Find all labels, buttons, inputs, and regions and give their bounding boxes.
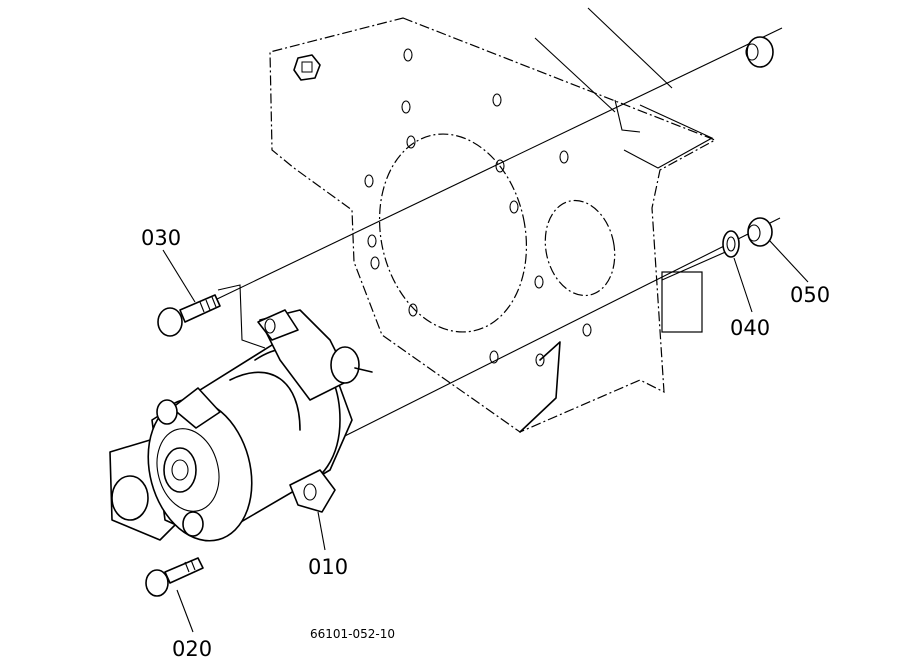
label-020: 020 [172, 637, 212, 661]
label-030: 030 [141, 226, 181, 250]
label-040: 040 [730, 316, 770, 340]
leader-lines [162, 239, 809, 633]
drawing-number: 66101-052-10 [310, 627, 395, 641]
nut-050 [747, 217, 773, 247]
label-010: 010 [308, 555, 348, 579]
top-nut [745, 36, 774, 68]
lock-washer-040 [722, 230, 740, 258]
bolt-020 [145, 557, 204, 597]
mounting-plate [269, 17, 717, 433]
frame-background [534, 7, 731, 333]
bolt-030 [157, 294, 221, 337]
label-050: 050 [790, 283, 830, 307]
starter-motor [109, 309, 561, 542]
